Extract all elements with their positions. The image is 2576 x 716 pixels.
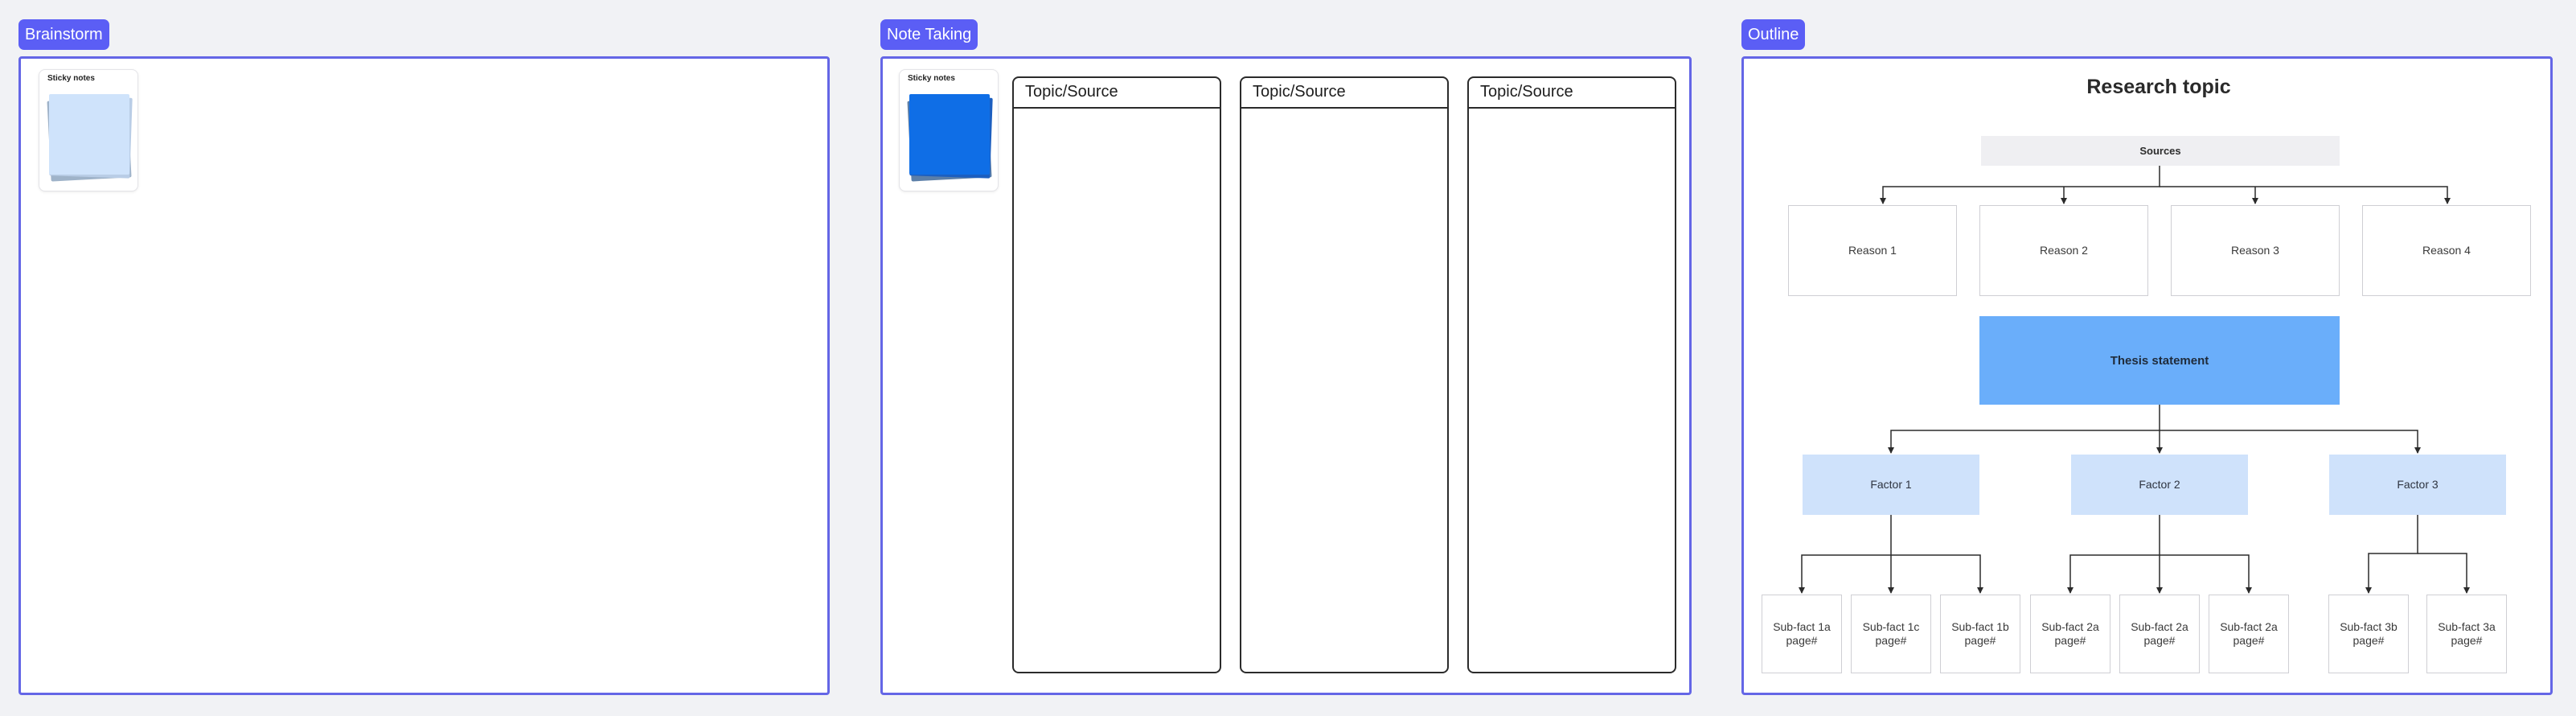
column-header: Topic/Source [1014,78,1220,109]
sources-box[interactable]: Sources [1981,136,2340,166]
subfact-box-3b[interactable]: Sub-fact 3b page# [2328,595,2409,673]
column-header: Topic/Source [1469,78,1675,109]
factor-label: Factor 2 [2139,478,2180,491]
factor-box-3[interactable]: Factor 3 [2329,455,2506,515]
sticky-notes-stack-light[interactable]: Sticky notes [39,69,138,191]
sticky-notes-stack-dark[interactable]: Sticky notes [899,69,999,191]
brainstorm-frame-tag[interactable]: Brainstorm [18,19,109,50]
subfact-label: Sub-fact 1a page# [1773,620,1831,647]
research-topic-title[interactable]: Research topic [2086,76,2231,98]
subfact-box-1c[interactable]: Sub-fact 1c page# [1851,595,1931,673]
sticky-notes-label: Sticky notes [47,74,95,83]
sources-label: Sources [2139,145,2181,157]
subfact-label: Sub-fact 2a page# [2041,620,2099,647]
reason-label: Reason 3 [2231,244,2279,257]
reason-label: Reason 4 [2422,244,2471,257]
thesis-label: Thesis statement [2110,353,2209,368]
subfact-box-2-right[interactable]: Sub-fact 2a page# [2209,595,2289,673]
reason-box-2[interactable]: Reason 2 [1979,205,2148,296]
subfact-box-3a[interactable]: Sub-fact 3a page# [2426,595,2507,673]
subfact-label: Sub-fact 1c page# [1862,620,1920,647]
factor-label: Factor 3 [2397,478,2439,491]
factor-box-1[interactable]: Factor 1 [1803,455,1979,515]
subfact-box-2-middle[interactable]: Sub-fact 2a page# [2119,595,2200,673]
note-taking-frame-tag[interactable]: Note Taking [880,19,978,50]
subfact-box-1b[interactable]: Sub-fact 1b page# [1940,595,2020,673]
factor-label: Factor 1 [1870,478,1912,491]
sticky-note-front [909,94,990,175]
topic-source-column-1[interactable]: Topic/Source [1012,76,1221,673]
subfact-box-2-left[interactable]: Sub-fact 2a page# [2030,595,2110,673]
topic-source-column-3[interactable]: Topic/Source [1467,76,1676,673]
reason-box-3[interactable]: Reason 3 [2171,205,2340,296]
outline-frame-tag[interactable]: Outline [1741,19,1806,50]
brainstorm-frame[interactable] [18,56,830,695]
subfact-box-1a[interactable]: Sub-fact 1a page# [1762,595,1842,673]
reason-label: Reason 1 [1848,244,1897,257]
sticky-note-front [49,94,129,175]
column-header: Topic/Source [1241,78,1447,109]
factor-box-2[interactable]: Factor 2 [2071,455,2248,515]
reason-label: Reason 2 [2040,244,2088,257]
topic-source-column-2[interactable]: Topic/Source [1240,76,1449,673]
subfact-label: Sub-fact 2a page# [2131,620,2188,647]
subfact-label: Sub-fact 2a page# [2220,620,2278,647]
reason-box-4[interactable]: Reason 4 [2362,205,2531,296]
subfact-label: Sub-fact 3b page# [2340,620,2398,647]
reason-box-1[interactable]: Reason 1 [1788,205,1957,296]
subfact-label: Sub-fact 3a page# [2438,620,2496,647]
subfact-label: Sub-fact 1b page# [1951,620,2009,647]
thesis-statement-box[interactable]: Thesis statement [1979,316,2340,405]
sticky-notes-label: Sticky notes [908,74,955,83]
